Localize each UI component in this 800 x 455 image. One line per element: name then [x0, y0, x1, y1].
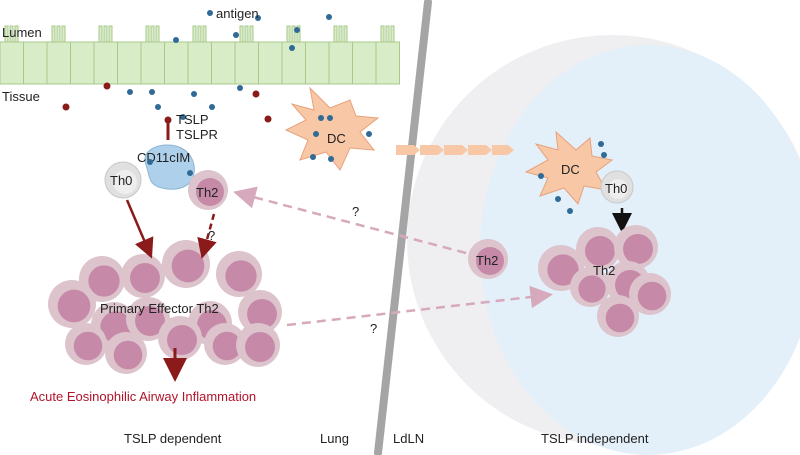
- th2-cell-migrating: Th2: [468, 239, 508, 279]
- label-tslpr: TSLPR: [176, 127, 218, 142]
- epithelial-cell: [375, 41, 400, 85]
- epithelial-cell: [93, 41, 118, 85]
- th0-to-effector-arrow: [125, 199, 154, 259]
- th0-cell-ln: Th0: [600, 170, 634, 204]
- th2-cell: [614, 225, 658, 269]
- th2-cell: [162, 240, 210, 288]
- th2-cluster-ln: [538, 225, 671, 337]
- question-mark: ?: [370, 321, 377, 336]
- epithelial-cell: [328, 41, 353, 85]
- label-tissue: Tissue: [2, 89, 40, 104]
- epithelial-cell: [164, 41, 189, 85]
- cd11cim-antigen: [147, 159, 153, 165]
- cilium: [202, 25, 207, 43]
- cilium: [390, 25, 395, 43]
- label-tslp-dependent: TSLP dependent: [124, 431, 222, 446]
- cilium: [197, 25, 202, 43]
- cilium: [61, 25, 66, 43]
- cilium: [333, 25, 338, 43]
- label-th2-cluster-ln: Th2: [593, 263, 615, 278]
- cilium: [385, 25, 390, 43]
- label-th2-migrating: Th2: [476, 253, 498, 268]
- epithelial-cell: [117, 41, 142, 85]
- label-th0-lung: Th0: [110, 173, 132, 188]
- cilium: [145, 25, 150, 43]
- cilium: [192, 25, 197, 43]
- tslp-dots: [62, 82, 272, 123]
- primary-effector-cluster: [48, 240, 282, 374]
- label-th0-ln: Th0: [605, 181, 627, 196]
- cilium: [150, 25, 155, 43]
- cilium: [343, 25, 348, 43]
- th2-cell: [236, 323, 280, 367]
- lung-ldln-divider: [374, 0, 432, 455]
- label-lumen: Lumen: [2, 25, 42, 40]
- th2-cell: [48, 280, 96, 328]
- question-mark: ?: [208, 228, 215, 243]
- epithelial-cell: [46, 41, 71, 85]
- epithelial-cell: [352, 41, 377, 85]
- epithelial-cell: [23, 41, 48, 85]
- cilium: [108, 25, 113, 43]
- cilium: [338, 25, 343, 43]
- epithelial-cell: [305, 41, 330, 85]
- antigen-dots: [127, 10, 332, 120]
- label-inflammation: Acute Eosinophilic Airway Inflammation: [30, 389, 256, 404]
- th2-cell: [570, 267, 610, 307]
- label-dc-lung: DC: [327, 131, 346, 146]
- cd11cim-antigen: [187, 170, 193, 176]
- cilium: [286, 25, 291, 43]
- cilium: [51, 25, 56, 43]
- dc-cell-ln: DC: [524, 130, 614, 214]
- th2-to-effector-arrow: [197, 213, 217, 259]
- th2-cell: [238, 290, 282, 334]
- epithelial-cell: [0, 41, 24, 85]
- label-cd11cim: CD11cIM: [137, 150, 190, 165]
- label-tslp: TSLP: [176, 112, 209, 127]
- cilium: [56, 25, 61, 43]
- epithelial-cell: [140, 41, 165, 85]
- th2-cell: [126, 297, 170, 341]
- th2-cell: [629, 273, 671, 315]
- label-ldln: LdLN: [393, 431, 424, 446]
- tslp-ligand: [164, 116, 172, 124]
- th2-cell: [158, 316, 202, 360]
- th2-cell: [597, 295, 639, 337]
- question-mark: ?: [352, 204, 359, 219]
- th2-cell: [105, 332, 147, 374]
- epithelial-cell: [70, 41, 95, 85]
- cilium: [103, 25, 108, 43]
- th2-cell: [204, 323, 246, 365]
- epithelial-cell: [258, 41, 283, 85]
- cilium: [249, 25, 254, 43]
- cilium: [98, 25, 103, 43]
- epithelium: [0, 25, 400, 85]
- effector-to-ln-arrow: [286, 285, 553, 327]
- cilium: [380, 25, 385, 43]
- dc-migration-arrows: [396, 145, 514, 155]
- th2-cell: [65, 323, 107, 365]
- epithelial-cell: [211, 41, 236, 85]
- epithelial-cell: [234, 41, 259, 85]
- label-tslp-independent: TSLP independent: [541, 431, 649, 446]
- th2-cell: [216, 251, 262, 297]
- th2-cell: [121, 254, 165, 298]
- th0-cell-lung: Th0: [104, 161, 142, 199]
- cilium: [239, 25, 244, 43]
- cd11cim-cell: [144, 144, 195, 190]
- cilium: [244, 25, 249, 43]
- label-th2-lung: Th2: [196, 185, 218, 200]
- th2-cell-lung: Th2: [188, 170, 228, 210]
- label-dc-ln: DC: [561, 162, 580, 177]
- th2-cell: [576, 227, 620, 271]
- cilium: [155, 25, 160, 43]
- dc-cell-lung: DC: [284, 86, 380, 171]
- label-lung: Lung: [320, 431, 349, 446]
- th2-ln-to-lung-arrow: [233, 186, 467, 255]
- label-antigen: antigen: [216, 6, 259, 21]
- label-primary-effector: Primary Effector Th2: [100, 301, 219, 316]
- epithelial-cell: [187, 41, 212, 85]
